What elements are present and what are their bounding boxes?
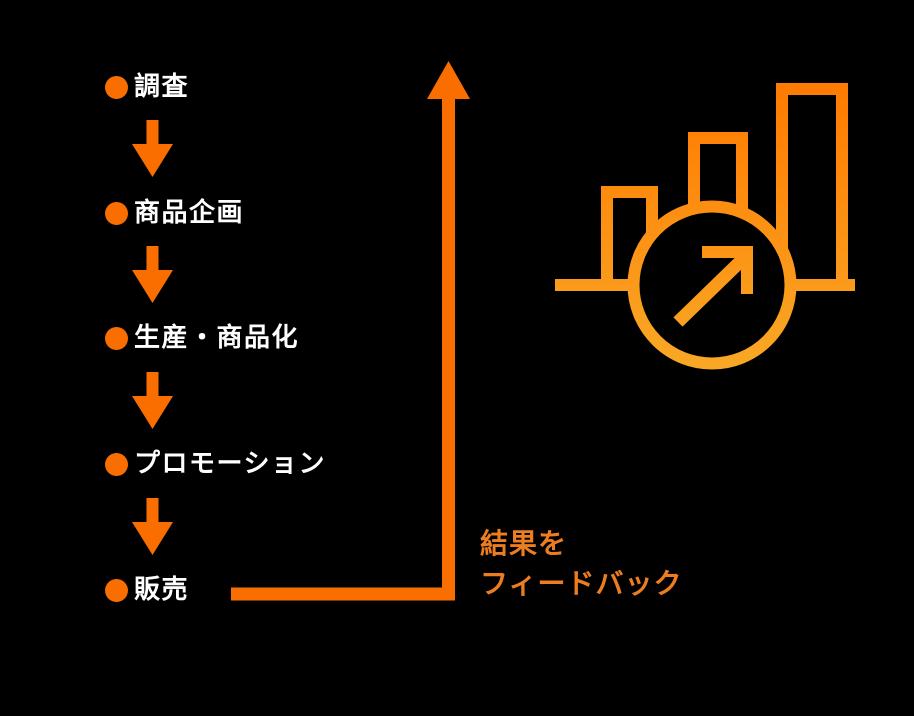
down-arrow-icon (132, 498, 173, 555)
growth-chart-icon (555, 83, 855, 370)
flow-step-1: 調査 (105, 72, 189, 102)
step-label: プロモーション (134, 449, 326, 479)
flow-step-4: プロモーション (105, 449, 326, 479)
down-arrow-icon (132, 120, 173, 177)
feedback-label-line1: 結果を (480, 527, 568, 560)
bar-right (776, 83, 848, 291)
step-label: 生産・商品化 (134, 323, 300, 353)
flow-step-2: 商品企画 (105, 198, 244, 228)
flow-step-3: 生産・商品化 (105, 323, 299, 353)
bullet-icon (105, 578, 128, 602)
step-label: 商品企画 (134, 198, 245, 228)
feedback-arrow-icon (231, 61, 470, 601)
rising-arrow-head (702, 246, 753, 294)
step-label: 販売 (134, 575, 190, 605)
down-arrow-icon (132, 372, 173, 429)
feedback-label: 結果を フィードバック (480, 524, 682, 604)
bullet-icon (105, 201, 128, 225)
step-label: 調査 (134, 72, 190, 102)
bullet-icon (105, 326, 128, 350)
feedback-label-line2: フィードバック (480, 567, 683, 600)
bullet-icon (105, 75, 128, 99)
flow-step-5: 販売 (105, 575, 189, 605)
down-arrow-icon (132, 246, 173, 303)
rising-arrow-shaft (673, 251, 751, 327)
bullet-icon (105, 452, 128, 476)
